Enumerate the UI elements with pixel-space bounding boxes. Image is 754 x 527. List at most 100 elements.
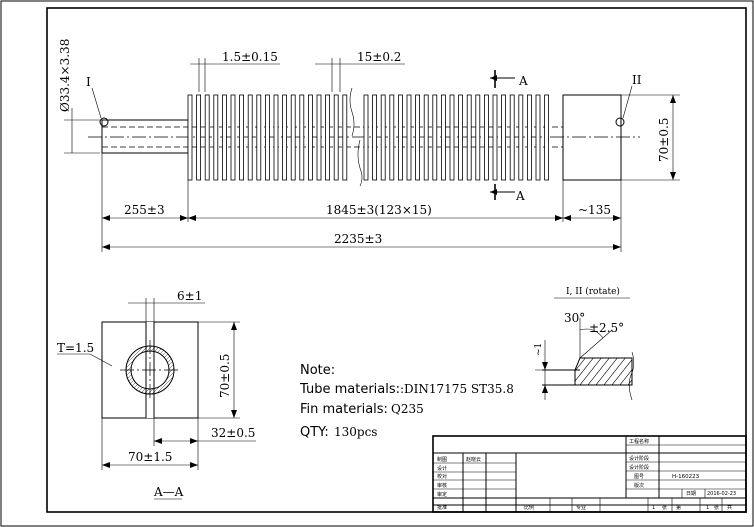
hatch-line	[155, 346, 174, 394]
dim-section-height: 70±0.5	[218, 354, 232, 398]
hatch-line	[648, 352, 678, 390]
fin-plate	[397, 94, 403, 181]
fin-plate	[342, 94, 348, 181]
qty-label: QTY:	[300, 425, 329, 440]
fin-plate	[187, 94, 193, 181]
fin-plate	[440, 94, 446, 181]
tube-right-end	[562, 94, 622, 181]
detail-angle: 30°	[564, 311, 585, 325]
fin-plate	[458, 94, 464, 181]
arrowhead	[670, 172, 676, 180]
fin-plate	[389, 94, 395, 181]
fin-plate	[380, 94, 386, 181]
fin-plate	[230, 94, 236, 181]
arrowhead	[190, 438, 198, 444]
dim-fin-height: 70±0.5	[657, 118, 671, 162]
hatch-line	[615, 358, 632, 385]
tb-scale: 比例	[524, 504, 534, 511]
fin-plate	[196, 94, 202, 181]
fin-materials-value: Q235	[391, 402, 424, 416]
tb-reviewed: 审核	[437, 482, 447, 489]
hatch-line	[126, 346, 145, 394]
leader-ii	[622, 85, 633, 119]
fin-plate	[307, 94, 313, 181]
arrowhead	[102, 244, 110, 250]
tb-date-label: 日期	[686, 491, 696, 497]
fin-plate	[449, 94, 455, 181]
fin-plate	[363, 94, 369, 181]
tube-left-end	[101, 119, 189, 154]
tb-project-name: 工程名称	[629, 438, 649, 445]
hatch-line	[575, 358, 607, 385]
title-block: 工程名称 设计阶段 设计阶段 图号 H-160223 版次 日期 2016-02…	[432, 435, 747, 513]
arrowhead	[102, 462, 110, 468]
detail-marker-ii	[615, 117, 625, 127]
inner-frame	[46, 7, 747, 513]
arrowhead	[613, 215, 621, 221]
arrowhead	[670, 95, 676, 103]
arrowhead	[555, 215, 563, 221]
title-block-frame	[432, 435, 747, 513]
arrowhead	[563, 215, 571, 221]
arrowhead	[613, 244, 621, 250]
fin-plate	[204, 94, 210, 181]
hatch-line	[631, 358, 632, 385]
hatch-line	[599, 358, 631, 385]
detail-view: I, II (rotate) 30° ±2.5° ~1	[534, 286, 678, 401]
detail-small-dim: ~1	[534, 343, 544, 356]
hatch-line	[640, 352, 670, 390]
dim-total-length: 2235±3	[334, 232, 382, 246]
leader-i	[91, 87, 102, 119]
tb-signer: 赵晓云	[466, 456, 481, 463]
arrowhead	[542, 362, 548, 370]
fin-plate	[282, 94, 288, 181]
tube-materials-label: Tube materials:	[299, 382, 400, 397]
tb-revision: 版次	[634, 482, 644, 489]
fin-plate	[372, 94, 378, 181]
fin-plate	[325, 94, 331, 181]
hatch-line	[591, 358, 623, 385]
fin-plate	[406, 94, 412, 181]
section-arrowhead-bottom	[490, 189, 497, 195]
hatch-line	[575, 358, 599, 385]
break-mark-bottom	[357, 139, 363, 187]
fin-plate	[501, 94, 507, 181]
tb-design-stage-2: 设计阶段	[629, 464, 649, 471]
tb-date: 2016-02-23	[707, 491, 736, 497]
section-view: 6±1 T=1.5 70±0.5 32±0.5 70±1.5 A—A	[57, 289, 256, 500]
section-a-label-bottom: A	[515, 189, 525, 203]
fins	[187, 94, 549, 181]
fin-plate	[221, 94, 227, 181]
section-label-aa: A—A	[153, 485, 184, 499]
tb-sheet-unit: 张	[662, 504, 667, 511]
tb-sheet-total: 1	[706, 505, 709, 511]
dim-slot: 6±1	[177, 289, 202, 303]
tube-materials-value: :DIN17175 ST35.8	[400, 382, 514, 396]
arrowhead	[542, 385, 548, 393]
fin-plate	[415, 94, 421, 181]
hatch-line	[575, 358, 591, 385]
dim-half-width: 32±0.5	[211, 426, 255, 440]
angle-ref-slant	[579, 329, 613, 359]
tb-design-stage: 设计阶段	[629, 455, 649, 462]
fin-plate	[213, 94, 219, 181]
fin-plate	[264, 94, 270, 181]
fin-plate	[432, 94, 438, 181]
tb-authorized: 批准	[437, 504, 447, 511]
fin-plate	[316, 94, 322, 181]
fin-plate	[239, 94, 245, 181]
dim-fin-length: 1845±3(123×15)	[326, 203, 432, 217]
fin-plate	[247, 94, 253, 181]
arrowhead	[180, 215, 188, 221]
detail-break	[628, 351, 635, 401]
fin-plate	[475, 94, 481, 181]
tb-designed: 设计	[437, 465, 447, 472]
dim-left-end: 255±3	[124, 203, 165, 217]
angle-arc	[579, 328, 604, 339]
fin-plate	[290, 94, 296, 181]
front-view: I II A A 1.5±0.15 15±0.2 Ø33.4×3.38	[58, 39, 680, 252]
fin-plate	[483, 94, 489, 181]
arrowhead	[231, 322, 237, 330]
